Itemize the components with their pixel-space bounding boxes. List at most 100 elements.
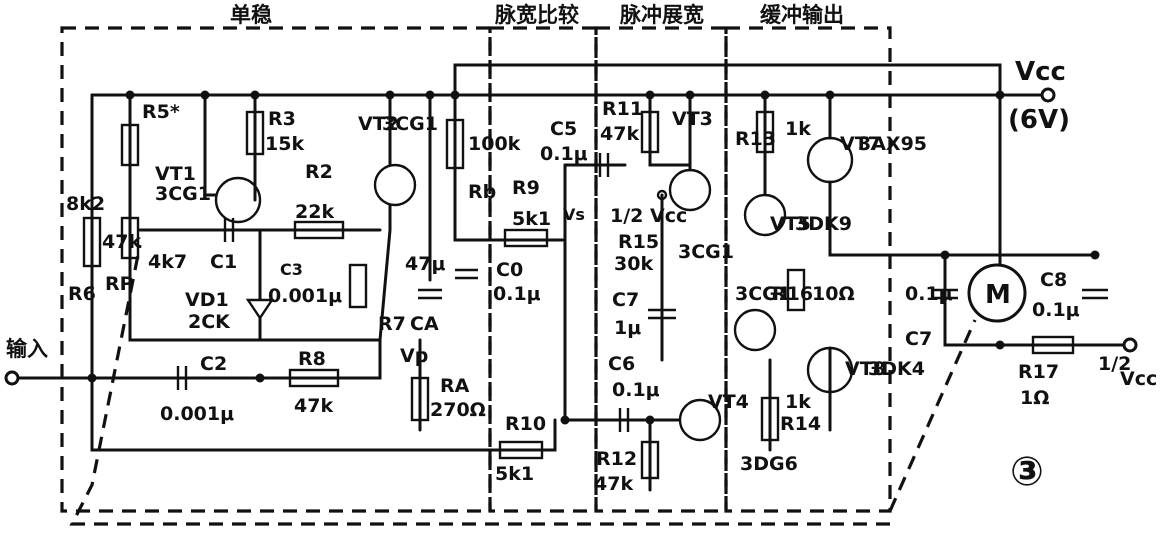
c7-value: 1μ [614, 317, 641, 339]
r6-label: R6 [68, 283, 96, 305]
vt2-transistor [373, 163, 417, 207]
junction-dot [87, 373, 97, 383]
r14-value: 1k [785, 391, 811, 413]
vt1-label: VT1 [155, 163, 196, 185]
junction-dot [940, 250, 950, 260]
output-node-wire [828, 180, 947, 257]
heading-buffer-output: 缓冲输出 [760, 3, 844, 27]
ra-label: RA [440, 375, 470, 397]
rb-value: 100k [468, 133, 521, 155]
vcc-value-label: (6V) [1008, 105, 1070, 135]
r1-value: 4k7 [148, 251, 187, 273]
input-bus-left [90, 93, 557, 452]
c0-label: C0 [496, 259, 523, 281]
r11-label: R11 [602, 98, 643, 120]
rp-value: 47k [102, 231, 141, 253]
c2-value: 0.001μ [160, 403, 234, 425]
r12-label: R12 [596, 448, 637, 470]
monostable-box [60, 26, 492, 513]
r7-resistor [348, 263, 368, 309]
rb-wire [453, 93, 567, 242]
junction-dot [560, 415, 570, 425]
vd1-label: VD1 [185, 289, 229, 311]
vt3-type: 3CG1 [678, 241, 734, 263]
vt5-transistor [743, 193, 787, 237]
motor [967, 263, 1027, 323]
pulse-compare-box [488, 26, 598, 513]
r2-value: 22k [295, 201, 334, 223]
rb-label: Rb [468, 181, 496, 203]
vt5-type: 3DK9 [795, 213, 852, 235]
vt2-wire [378, 93, 392, 342]
r2-label: R2 [305, 161, 333, 183]
junction-dot [425, 90, 435, 100]
vd1-diode [245, 298, 275, 321]
pulse-stretch-box [594, 26, 728, 513]
vt2-label: VT2 [358, 113, 399, 135]
motor-link-dash-right [888, 319, 977, 512]
junction-dot [760, 90, 770, 100]
heading-monostable: 单稳 [230, 3, 272, 27]
r3-value: 15k [265, 133, 304, 155]
vcc-label: Vcc [1015, 57, 1066, 87]
buffer-output-box [724, 26, 892, 513]
rp-branch [128, 93, 382, 342]
r17-label: R17 [1018, 361, 1059, 383]
c7-label: C7 [612, 289, 639, 311]
r7-label: R7 [378, 313, 406, 335]
input-label: 输入 [6, 337, 48, 361]
r8-resistor [288, 368, 340, 388]
junction-dot [125, 90, 135, 100]
rb-resistor [445, 118, 465, 170]
vt4-type: 3DG6 [740, 453, 798, 475]
ca-label: CA [410, 313, 439, 335]
motor-bottom-bus [943, 253, 1097, 347]
half-vcc-node-label: 1/2 Vcc [610, 205, 687, 227]
c8-label: C8 [1040, 269, 1067, 291]
c1-label: C1 [210, 251, 237, 273]
r9-label: R9 [512, 177, 540, 199]
r2-resistor [293, 220, 345, 240]
junction-dot [645, 415, 655, 425]
vt2-type: 3CG1 [382, 113, 438, 135]
r17-value: 1Ω [1020, 387, 1049, 409]
r14-resistor [760, 396, 780, 442]
junction-dot [200, 90, 210, 100]
r15-value: 30k [614, 253, 653, 275]
r5-label: R5* [142, 101, 180, 123]
vt4-label: VT4 [708, 391, 749, 413]
half-vcc-label: Vcc [1120, 368, 1157, 390]
r6-value: 8k2 [66, 193, 105, 215]
r11-value: 47k [600, 123, 639, 145]
r12-value: 47k [594, 473, 633, 495]
c2-r8-wire [163, 338, 382, 380]
c0-value: 0.1μ [493, 283, 541, 305]
half-vcc-terminal [1122, 337, 1138, 353]
c2-label: C2 [200, 353, 227, 375]
r16-resistor [786, 268, 806, 312]
input-terminal [4, 370, 20, 386]
junction-dot [255, 373, 265, 383]
vt3-label: VT3 [672, 108, 713, 130]
vcc-rail-upper [453, 63, 1002, 272]
r10-label: R10 [505, 413, 546, 435]
r10-value: 5k1 [495, 463, 534, 485]
feedback-dash-path [69, 244, 890, 526]
rp-label: RP [105, 273, 134, 295]
c6-label: C6 [608, 353, 635, 375]
junction-dot [995, 340, 1005, 350]
r16-label: R16 [772, 283, 813, 305]
c7-out-label: C7 [905, 328, 932, 350]
ra-resistor [410, 376, 430, 422]
ca-value: 47μ [405, 253, 445, 275]
heading-pulse-compare: 脉宽比较 [494, 3, 579, 27]
vs-label: Vs [563, 205, 585, 224]
r9-resistor [503, 228, 549, 248]
r14-label: R14 [780, 413, 821, 435]
vt8-type: 3DK4 [868, 358, 925, 380]
vt4-transistor [678, 398, 722, 442]
junction-dot [995, 90, 1005, 100]
r8-label: R8 [298, 348, 326, 370]
vt8-label: VT8 [845, 358, 886, 380]
